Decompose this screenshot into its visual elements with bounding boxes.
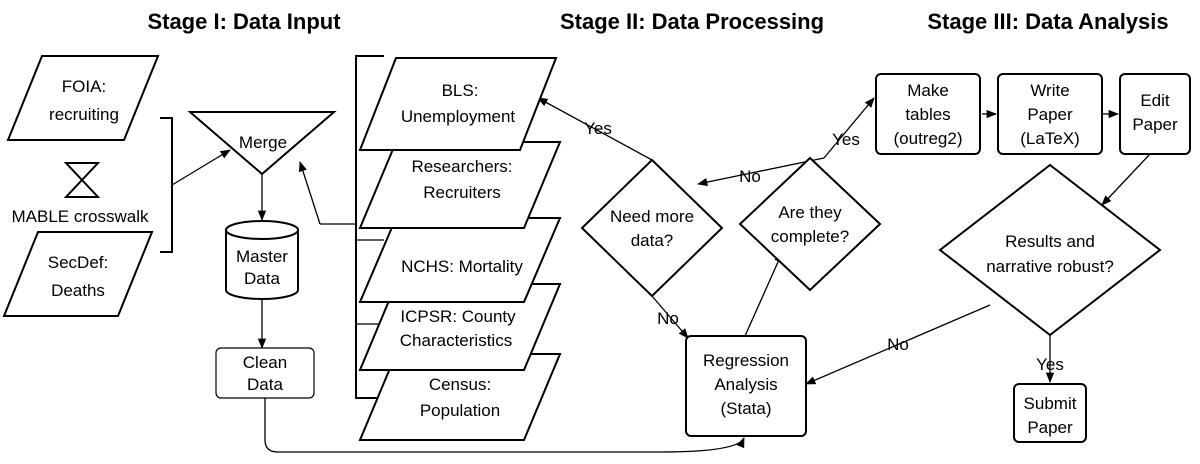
node-nchs: NCHS: Mortality bbox=[358, 217, 562, 303]
clean-label-2: Data bbox=[247, 375, 283, 394]
edge-needmore-no bbox=[651, 295, 689, 339]
edge-regression-to-complete bbox=[744, 252, 783, 337]
secdef-label-2: Deaths bbox=[51, 281, 105, 300]
regression-label-1: Regression bbox=[703, 351, 789, 370]
input-bracket bbox=[160, 117, 173, 253]
node-merge: Merge bbox=[187, 111, 337, 176]
node-foia: FOIA: recruiting bbox=[6, 55, 160, 141]
edit-label-1: Edit bbox=[1140, 91, 1170, 110]
node-are-they-complete: Are they complete? bbox=[738, 156, 882, 292]
edge-label-yes-complete: Yes bbox=[832, 130, 860, 149]
node-write-paper: Write Paper (LaTeX) bbox=[997, 73, 1103, 155]
node-master-data: Master Data bbox=[225, 220, 299, 300]
foia-label-1: FOIA: bbox=[62, 77, 106, 96]
needmore-label-1: Need more bbox=[610, 207, 694, 226]
secdef-label-1: SecDef: bbox=[48, 253, 108, 272]
node-make-tables: Make tables (outreg2) bbox=[875, 73, 981, 155]
nchs-label: NCHS: Mortality bbox=[401, 257, 523, 276]
edit-label-2: Paper bbox=[1132, 115, 1178, 134]
sources-bracket bbox=[355, 55, 384, 399]
node-mable-crosswalk: MABLE crosswalk bbox=[12, 162, 149, 226]
node-bls: BLS: Unemployment bbox=[358, 57, 558, 151]
foia-label-2: recruiting bbox=[49, 105, 119, 124]
edge-needmore-yes bbox=[537, 97, 653, 161]
node-secdef: SecDef: Deaths bbox=[2, 231, 154, 317]
connectors bbox=[160, 55, 1151, 453]
node-regression-analysis: Regression Analysis (Stata) bbox=[685, 335, 807, 437]
complete-label-1: Are they bbox=[778, 203, 842, 222]
edge-robust-no bbox=[805, 304, 991, 385]
edge-clean-to-regression bbox=[264, 398, 745, 453]
bls-label-2: Unemployment bbox=[401, 107, 516, 126]
node-icpsr: ICPSR: County Characteristics bbox=[358, 283, 562, 371]
master-label-2: Data bbox=[244, 269, 280, 288]
write-label-1: Write bbox=[1030, 81, 1069, 100]
edge-label-yes-more: Yes bbox=[584, 119, 612, 138]
node-results-robust: Results and narrative robust? bbox=[938, 163, 1162, 337]
submit-label-2: Paper bbox=[1027, 418, 1073, 437]
write-label-2: Paper bbox=[1027, 105, 1073, 124]
census-label-2: Population bbox=[420, 401, 500, 420]
clean-label-1: Clean bbox=[243, 353, 287, 372]
edge-label-no-more: No bbox=[657, 309, 679, 328]
researchers-label-1: Researchers: bbox=[411, 157, 512, 176]
tables-label-1: Make bbox=[907, 81, 949, 100]
tables-label-3: (outreg2) bbox=[894, 129, 963, 148]
node-need-more-data: Need more data? bbox=[580, 158, 724, 298]
bls-label-1: BLS: bbox=[442, 81, 479, 100]
edge-label-no-robust: No bbox=[887, 335, 909, 354]
icpsr-label-2: Characteristics bbox=[400, 331, 512, 350]
researchers-label-2: Recruiters bbox=[423, 183, 500, 202]
stage-2-title: Stage II: Data Processing bbox=[560, 9, 824, 34]
merge-label: Merge bbox=[239, 133, 287, 152]
needmore-label-2: data? bbox=[631, 231, 674, 250]
node-census: Census: Population bbox=[358, 353, 562, 441]
stage-3-title: Stage III: Data Analysis bbox=[927, 9, 1168, 34]
node-edit-paper: Edit Paper bbox=[1119, 73, 1191, 155]
submit-label-1: Submit bbox=[1024, 394, 1077, 413]
icpsr-label-1: ICPSR: County bbox=[400, 307, 516, 326]
hourglass-icon bbox=[63, 162, 101, 198]
complete-label-2: complete? bbox=[771, 227, 849, 246]
edge-sources-to-merge-arrow bbox=[298, 161, 321, 225]
edge-complete-no bbox=[696, 157, 825, 187]
node-submit-paper: Submit Paper bbox=[1013, 383, 1087, 443]
edge-edit-to-robust bbox=[1101, 153, 1151, 206]
tables-label-2: tables bbox=[905, 105, 950, 124]
stage-1-title: Stage I: Data Input bbox=[147, 9, 341, 34]
edge-bracket-to-merge bbox=[171, 149, 231, 186]
node-clean-data: Clean Data bbox=[215, 347, 315, 399]
robust-label-2: narrative robust? bbox=[986, 257, 1114, 276]
census-label-1: Census: bbox=[429, 375, 491, 394]
write-label-3: (LaTeX) bbox=[1020, 129, 1080, 148]
regression-label-2: Analysis bbox=[714, 375, 777, 394]
regression-label-3: (Stata) bbox=[720, 399, 771, 418]
edge-complete-yes bbox=[823, 97, 875, 159]
edge-label-no-complete: No bbox=[739, 167, 761, 186]
node-researchers: Researchers: Recruiters bbox=[358, 141, 562, 229]
edge-label-yes-robust: Yes bbox=[1036, 355, 1064, 374]
master-label-1: Master bbox=[236, 247, 288, 266]
robust-label-1: Results and bbox=[1005, 232, 1095, 251]
mable-label: MABLE crosswalk bbox=[12, 207, 149, 226]
